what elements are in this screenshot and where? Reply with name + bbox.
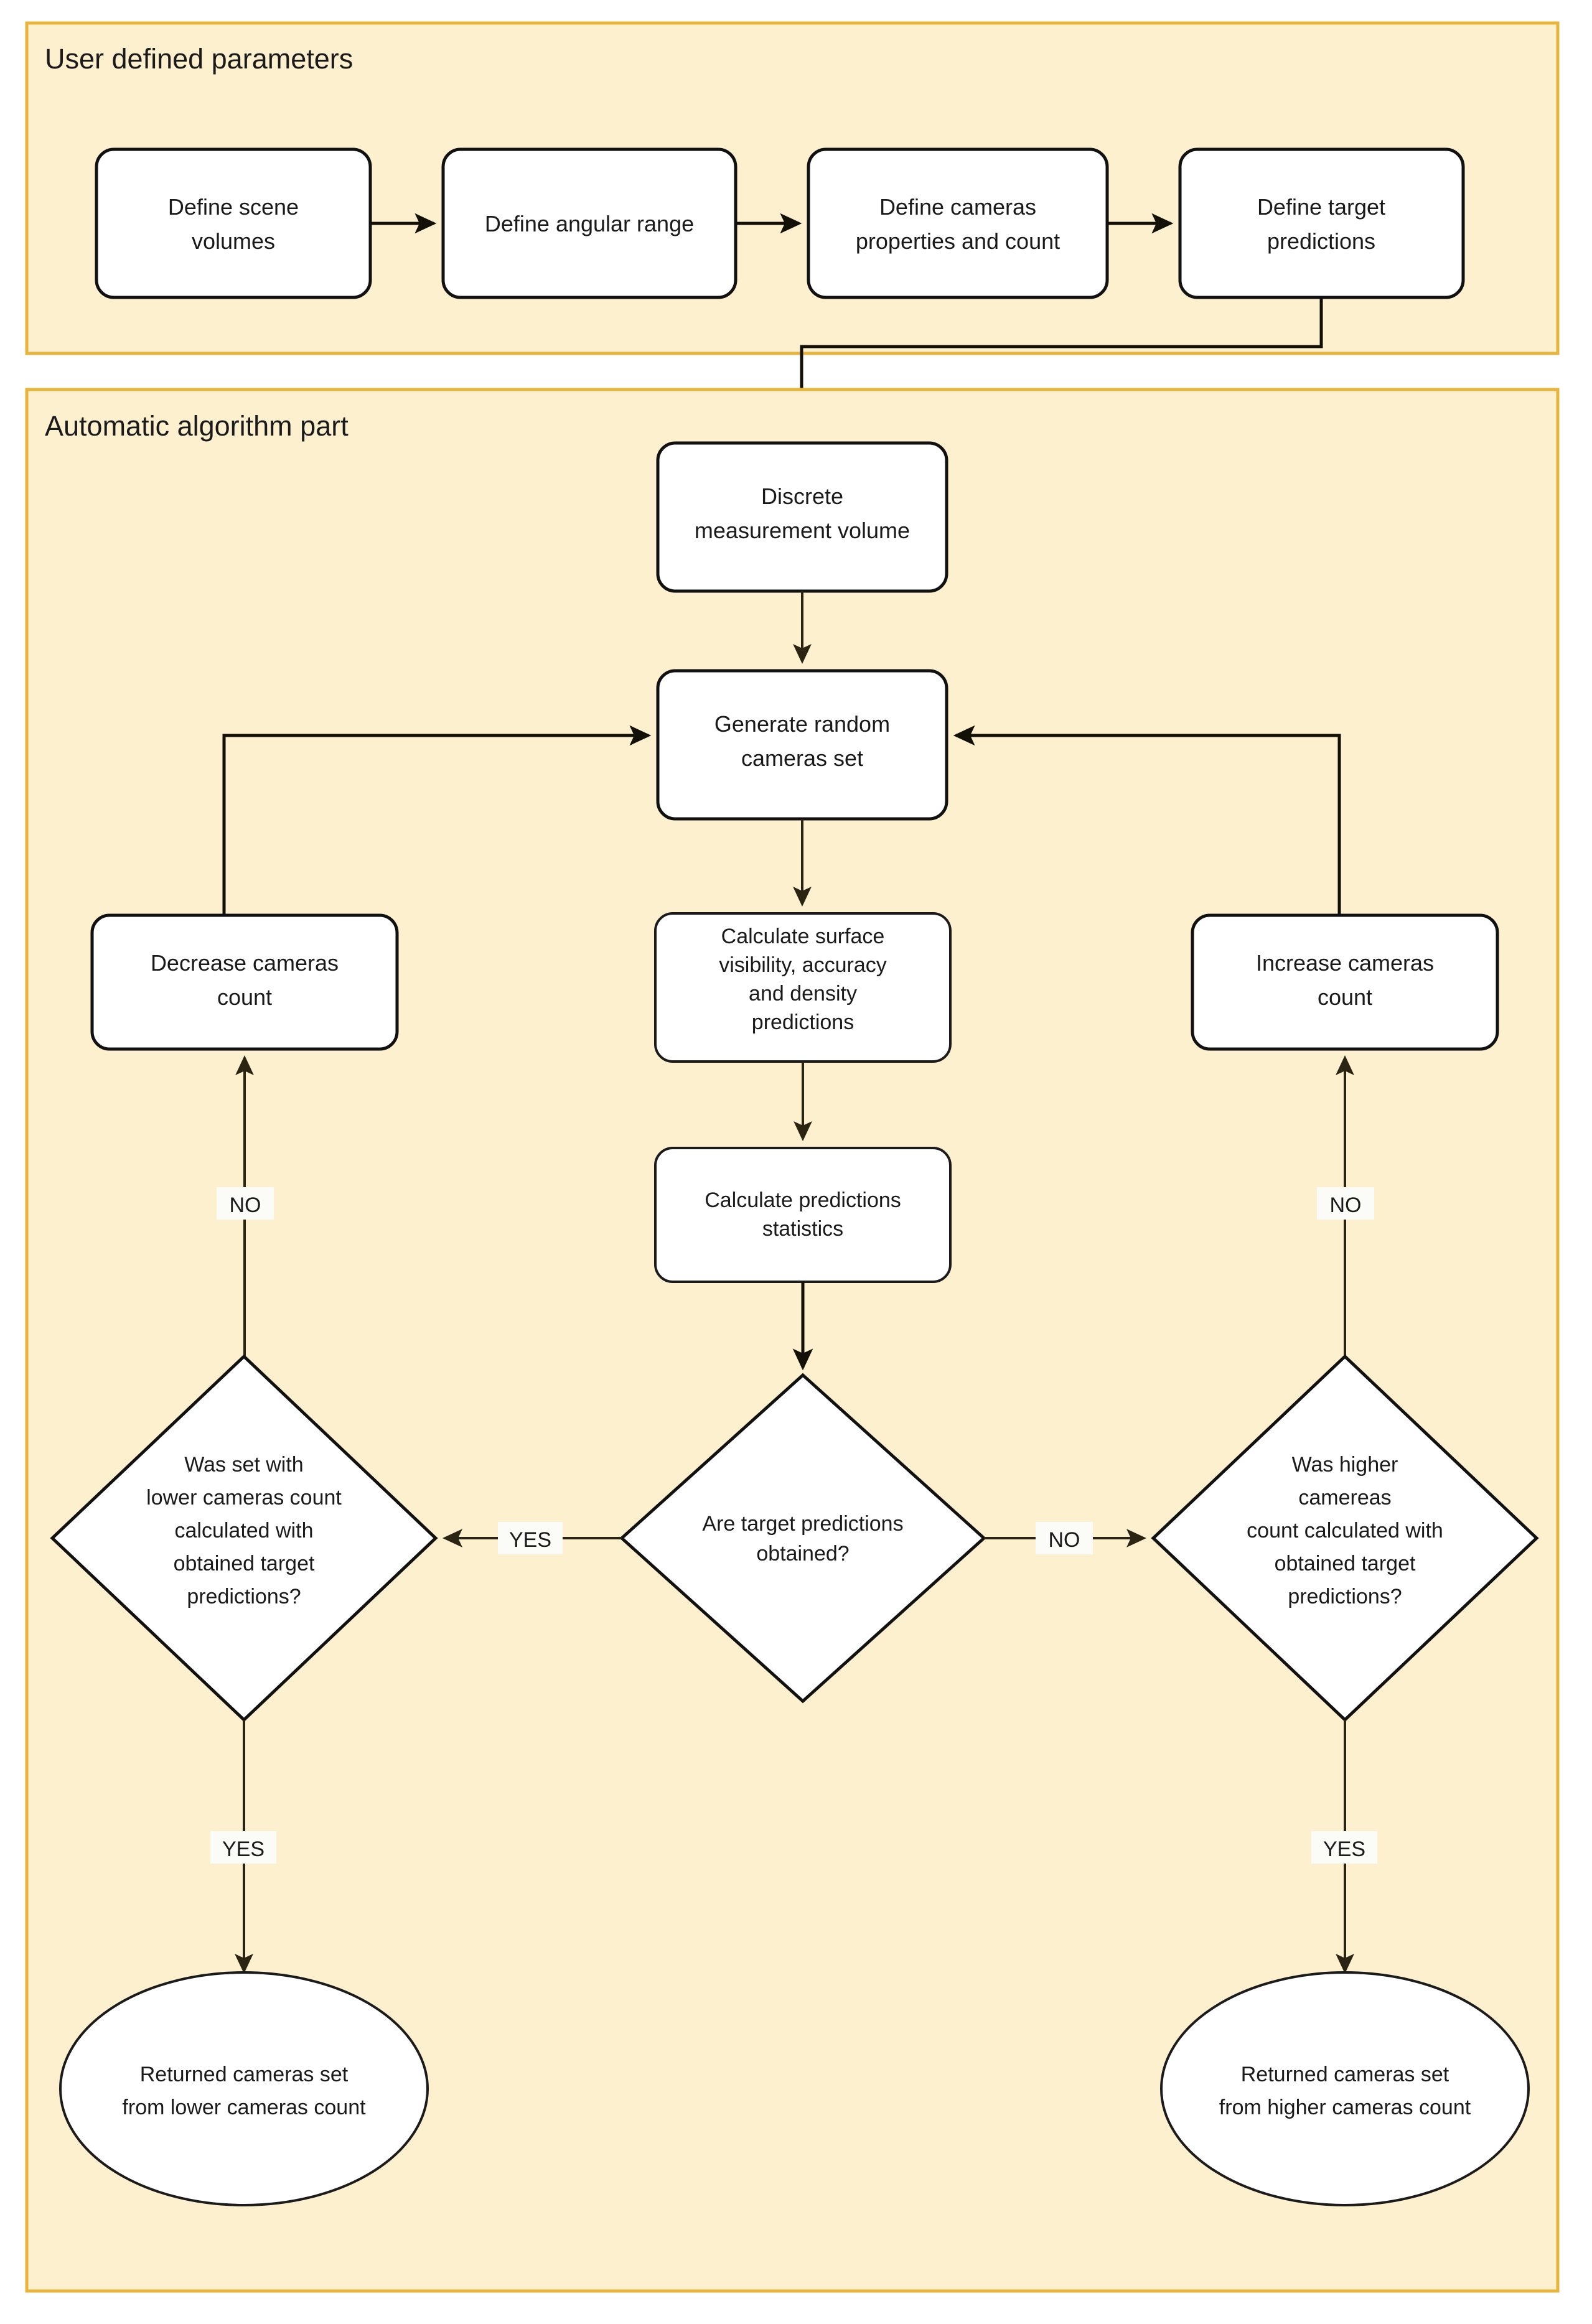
node-increase-cameras-count-line2: count bbox=[1318, 984, 1372, 1010]
node-define-target-predictions[interactable] bbox=[1178, 147, 1465, 299]
node-generate-random-cameras-set-line2: cameras set bbox=[741, 745, 863, 771]
node-increase-cameras-count-line1: Increase cameras bbox=[1256, 950, 1434, 976]
node-define-cameras-properties[interactable] bbox=[807, 147, 1109, 299]
edge-label-center-yes-bg bbox=[498, 1522, 563, 1554]
node-calculate-predictions-statistics-line2: statistics bbox=[762, 1217, 843, 1241]
node-decision-right-line3: count calculated with bbox=[1247, 1519, 1443, 1542]
panel-title-automatic-algorithm-part: Automatic algorithm part bbox=[45, 410, 349, 442]
edge-label-left-no: NO bbox=[230, 1193, 261, 1217]
node-decrease-cameras-count[interactable] bbox=[90, 913, 399, 1051]
node-return-lower-line2: from lower cameras count bbox=[122, 2096, 366, 2119]
edge-label-left-no-bg bbox=[217, 1187, 274, 1220]
node-define-cameras-properties-line1: Define cameras bbox=[879, 194, 1036, 220]
edge-label-right-yes: YES bbox=[1323, 1837, 1365, 1861]
edge-label-right-no-bg bbox=[1317, 1187, 1374, 1220]
node-define-angular-range-line1: Define angular range bbox=[485, 211, 694, 236]
node-decision-are-target-predictions-obtained[interactable] bbox=[619, 1373, 986, 1704]
edge-label-left-yes-bg bbox=[210, 1831, 276, 1864]
node-increase-cameras-count[interactable] bbox=[1191, 913, 1499, 1051]
node-define-target-predictions-line1: Define target bbox=[1257, 194, 1385, 220]
node-decrease-cameras-count-line2: count bbox=[217, 984, 272, 1010]
node-decision-right-line4: obtained target bbox=[1275, 1552, 1416, 1575]
edge-label-right-yes-bg bbox=[1311, 1831, 1377, 1864]
node-return-higher-line1: Returned cameras set bbox=[1241, 2063, 1449, 2086]
node-decision-right-line5: predictions? bbox=[1288, 1585, 1402, 1608]
edge-label-center-no-bg bbox=[1036, 1522, 1093, 1554]
node-decision-left-line5: predictions? bbox=[187, 1585, 301, 1608]
node-calculate-predictions-statistics-line1: Calculate predictions bbox=[705, 1188, 901, 1212]
node-decision-left-line2: lower cameras count bbox=[146, 1486, 342, 1510]
node-discrete-measurement-volume-line2: measurement volume bbox=[695, 518, 910, 543]
node-decrease-cameras-count-line1: Decrease cameras bbox=[151, 950, 339, 976]
edge-label-left-yes: YES bbox=[222, 1837, 265, 1861]
node-calculate-surface-predictions-line2: visibility, accuracy bbox=[719, 953, 887, 977]
node-return-lower-cameras-set[interactable] bbox=[59, 1971, 429, 2206]
node-calculate-surface-predictions-line1: Calculate surface bbox=[721, 925, 885, 948]
node-decision-left-line4: obtained target bbox=[174, 1552, 315, 1575]
node-return-higher-cameras-set[interactable] bbox=[1160, 1971, 1530, 2206]
node-discrete-measurement-volume-line1: Discrete bbox=[761, 483, 843, 509]
node-generate-random-cameras-set[interactable] bbox=[656, 669, 948, 821]
edge-label-center-yes: YES bbox=[509, 1528, 551, 1552]
node-decision-left-line1: Was set with bbox=[184, 1453, 303, 1477]
node-decision-center-line2: obtained? bbox=[756, 1542, 849, 1566]
node-decision-right-line1: Was higher bbox=[1292, 1453, 1398, 1477]
node-decision-right-line2: camereas bbox=[1298, 1486, 1391, 1510]
node-decision-center-line1: Are target predictions bbox=[702, 1512, 903, 1536]
panel-title-user-defined-parameters: User defined parameters bbox=[45, 43, 353, 75]
node-define-target-predictions-line2: predictions bbox=[1267, 228, 1375, 254]
node-return-lower-line1: Returned cameras set bbox=[140, 2063, 349, 2086]
node-generate-random-cameras-set-line1: Generate random bbox=[714, 711, 890, 737]
node-calculate-surface-predictions-line4: predictions bbox=[752, 1010, 854, 1034]
node-define-cameras-properties-line2: properties and count bbox=[856, 228, 1060, 254]
edge-label-center-no: NO bbox=[1049, 1528, 1080, 1552]
node-decision-left-line3: calculated with bbox=[174, 1519, 313, 1542]
node-discrete-measurement-volume[interactable] bbox=[656, 441, 948, 593]
node-define-scene-volumes-line2: volumes bbox=[192, 228, 275, 254]
node-define-scene-volumes-line1: Define scene bbox=[168, 194, 299, 220]
node-define-scene-volumes[interactable] bbox=[95, 147, 372, 299]
node-calculate-surface-predictions-line3: and density bbox=[749, 982, 857, 1006]
node-calculate-predictions-statistics[interactable] bbox=[654, 1147, 952, 1283]
edge-label-right-no: NO bbox=[1330, 1193, 1362, 1217]
node-return-higher-line2: from higher cameras count bbox=[1219, 2096, 1471, 2119]
